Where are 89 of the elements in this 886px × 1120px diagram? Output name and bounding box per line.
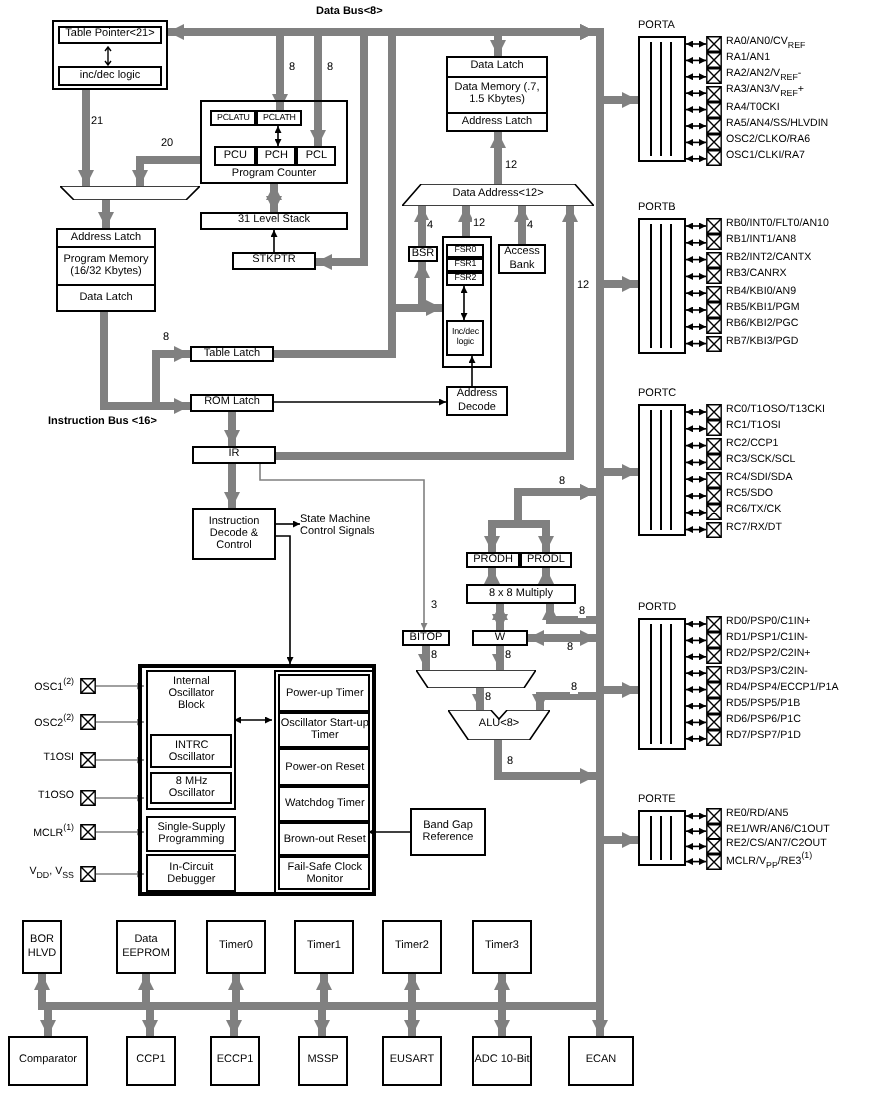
arrow	[275, 520, 301, 528]
program-counter-block	[200, 100, 348, 184]
register-block	[52, 20, 168, 90]
arrow	[685, 636, 707, 644]
arrow	[468, 355, 476, 387]
arrow	[95, 682, 145, 690]
memory-block	[56, 228, 156, 312]
arrow	[528, 630, 596, 646]
arrow	[685, 306, 707, 314]
multiplexer-shape	[60, 186, 200, 200]
arrow	[685, 735, 707, 743]
arrow	[685, 106, 707, 114]
arrow	[604, 682, 638, 698]
arrow	[95, 794, 145, 802]
arrow	[492, 604, 508, 630]
arrow	[95, 718, 145, 726]
arrow	[685, 620, 707, 628]
multiplexer-shape	[416, 670, 536, 688]
arrow	[685, 289, 707, 297]
arrow	[685, 56, 707, 64]
arrow	[685, 653, 707, 661]
arrow	[685, 526, 707, 534]
arrow	[276, 206, 578, 460]
arrow	[532, 692, 596, 710]
arrow	[95, 870, 145, 878]
arrow	[685, 155, 707, 163]
arrow	[604, 92, 638, 108]
arrow	[514, 484, 596, 552]
arrow	[259, 463, 428, 631]
arrow	[685, 272, 707, 280]
arrow	[472, 688, 488, 710]
arrow	[685, 492, 707, 500]
arrow	[685, 256, 707, 264]
arrow	[274, 125, 282, 147]
arrow	[685, 669, 707, 677]
group-frame	[274, 670, 375, 895]
arrow	[275, 535, 294, 665]
arrow	[685, 842, 707, 850]
arrow	[685, 138, 707, 146]
arrow	[78, 90, 94, 186]
arrow	[604, 276, 638, 292]
arrow	[685, 827, 707, 835]
arrow	[685, 40, 707, 48]
arrow	[132, 156, 200, 186]
arrow	[98, 200, 114, 228]
arrow	[685, 718, 707, 726]
arrow	[494, 740, 596, 784]
arrow	[685, 458, 707, 466]
arrow	[270, 229, 278, 253]
arrow	[224, 464, 240, 508]
arrow	[604, 832, 638, 848]
arrow	[514, 206, 530, 244]
arrow	[685, 408, 707, 416]
arrow	[685, 475, 707, 483]
oscillator-block	[146, 670, 237, 811]
arrow	[604, 464, 638, 480]
arrow	[685, 812, 707, 820]
arrow	[418, 646, 434, 670]
arrow	[685, 89, 707, 97]
arrow	[266, 184, 282, 212]
arrow	[685, 858, 707, 866]
arrow	[273, 398, 447, 406]
arrow	[414, 206, 430, 246]
arrow	[685, 340, 707, 348]
arrow	[685, 73, 707, 81]
arrow	[685, 222, 707, 230]
arrow	[685, 442, 707, 450]
arrow	[460, 285, 468, 321]
arrow	[685, 702, 707, 710]
arrow	[458, 206, 474, 236]
bus-bar	[596, 28, 604, 1000]
group-frame	[442, 236, 492, 368]
arrow	[95, 756, 145, 764]
arrow	[484, 568, 500, 584]
arrow	[490, 132, 506, 184]
arrow	[492, 646, 508, 670]
memory-block	[446, 56, 548, 132]
arrow	[233, 716, 273, 724]
arrow	[224, 412, 240, 446]
arrow	[538, 568, 554, 584]
arrow	[95, 828, 145, 836]
arrow	[685, 122, 707, 130]
arrow	[685, 686, 707, 694]
arrow	[685, 509, 707, 517]
group-frame	[138, 664, 376, 896]
arrow	[685, 425, 707, 433]
arrow	[542, 604, 596, 624]
arrow	[685, 239, 707, 247]
arrow	[685, 323, 707, 331]
